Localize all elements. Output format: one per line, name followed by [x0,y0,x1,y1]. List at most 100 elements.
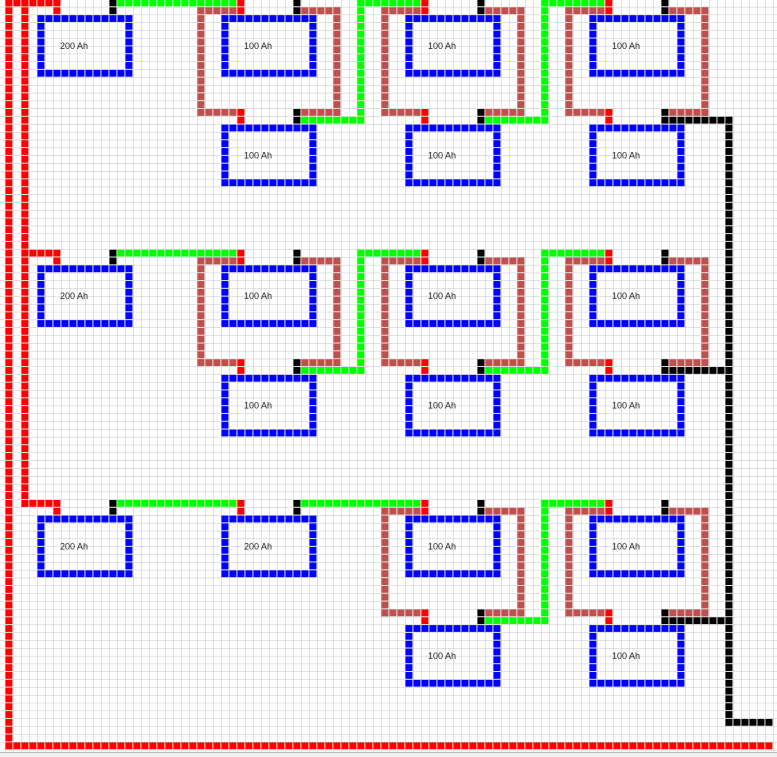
parallel-link-positive [389,507,397,515]
battery[interactable]: 200 Ah [37,15,133,77]
parallel-link-negative [485,609,493,617]
battery-outline [85,320,93,327]
parallel-link-negative [333,22,341,30]
parallel-link-negative [517,85,525,93]
parallel-link-negative [677,359,685,367]
battery[interactable]: 200 Ah [37,265,133,327]
battery-outline [125,570,133,578]
parallel-link-positive [573,609,581,617]
battery[interactable]: 100 Ah [589,15,685,77]
parallel-link-positive [565,108,573,116]
battery-outline [485,124,493,132]
battery-outline [405,562,413,570]
positive-main-bus [325,742,333,750]
battery[interactable]: 100 Ah [405,15,501,77]
battery[interactable]: 100 Ah [589,515,685,578]
battery-outline [405,640,413,648]
parallel-link-negative [701,578,709,585]
series-link [565,499,573,507]
series-link [541,554,549,562]
battery-outline [493,554,501,562]
parallel-link-positive [197,304,205,312]
battery-outline [653,179,661,187]
battery-outline [221,46,229,54]
battery[interactable]: 100 Ah [405,515,501,578]
negative-terminal [293,367,301,374]
battery-outline [221,30,229,38]
battery-outline [645,124,653,132]
parallel-link-positive [565,85,573,93]
parallel-link-positive [573,507,581,515]
battery[interactable]: 100 Ah [589,374,685,437]
battery-outline [229,69,237,77]
battery[interactable]: 100 Ah [589,625,685,687]
negative-terminal [293,359,301,367]
positive-terminal [53,507,61,515]
battery-outline [413,679,421,687]
parallel-link-negative [485,359,493,367]
battery-outline [461,15,469,22]
battery[interactable]: 200 Ah [37,515,133,578]
negative-main-bus [725,155,733,163]
negative-output-link [693,617,701,625]
battery[interactable]: 100 Ah [405,625,501,687]
battery-outline [53,15,61,22]
battery-outline [405,281,413,288]
battery-outline [301,15,309,22]
battery[interactable]: 100 Ah [405,124,501,187]
battery-outline [109,69,117,77]
battery-outline [245,515,253,523]
parallel-link-positive [581,257,589,265]
positive-terminal [421,7,429,15]
battery[interactable]: 100 Ah [405,374,501,437]
parallel-link-positive [565,15,573,22]
battery-outline [589,140,597,148]
battery[interactable]: 100 Ah [221,15,317,77]
battery-outline [485,15,493,22]
parallel-link-positive [381,62,389,69]
bottom-scroll-bar[interactable] [0,752,777,757]
battery[interactable]: 100 Ah [589,124,685,187]
battery[interactable]: 100 Ah [221,265,317,327]
parallel-link-positive [197,312,205,320]
positive-main-bus [581,742,589,750]
battery-outline [493,679,501,687]
battery-outline [125,546,133,554]
battery[interactable]: 100 Ah [221,124,317,187]
battery[interactable]: 200 Ah [221,515,317,578]
parallel-link-positive [213,7,221,15]
positive-main-bus [245,742,253,750]
battery[interactable]: 100 Ah [221,374,317,437]
series-link [357,296,365,304]
series-link [309,499,317,507]
negative-output-link [685,116,693,124]
negative-terminal [293,249,301,257]
series-link [589,0,597,7]
battery-outline [269,265,277,273]
positive-main-bus [5,499,13,507]
battery-outline [285,515,293,523]
battery-outline [221,429,229,437]
negative-main-bus [757,718,765,726]
battery[interactable]: 100 Ah [405,265,501,327]
series-link [541,601,549,609]
series-link [149,499,157,507]
battery-outline [437,429,445,437]
positive-terminal [237,7,245,15]
positive-row-feed [13,0,21,7]
battery-outline [37,515,45,523]
battery-outline [293,15,301,22]
positive-main-bus [181,742,189,750]
battery-outline [493,664,501,672]
parallel-link-positive [381,15,389,22]
battery-outline [661,124,669,132]
battery-outline [309,155,317,163]
battery[interactable]: 100 Ah [589,265,685,327]
parallel-link-negative [517,62,525,69]
battery-outline [589,54,597,62]
battery-outline [405,171,413,179]
positive-row-feed [21,367,29,374]
battery-outline [221,406,229,413]
battery-outline [645,320,653,327]
battery-capacity-label: 200 Ah [244,541,272,551]
